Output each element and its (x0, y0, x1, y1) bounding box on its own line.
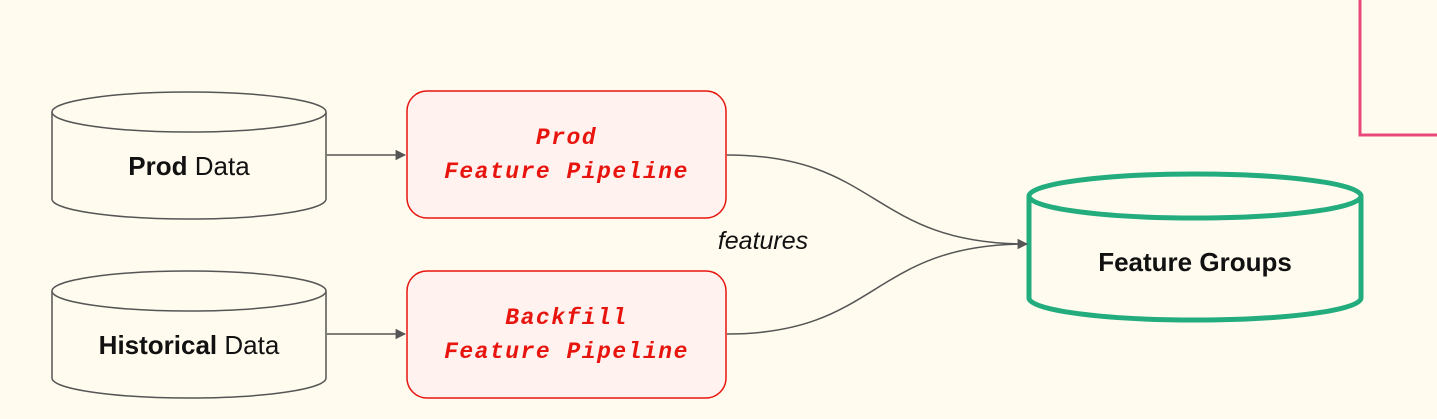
curve-backfill-pipeline-to-feature-groups (726, 243, 1028, 335)
prod-data-label-rest: Data (187, 150, 250, 181)
prod-data-label: Prod Data (52, 134, 326, 198)
historical-data-cylinder (51, 270, 327, 399)
curve-prod-pipeline-to-feature-groups (726, 154, 1029, 250)
historical-data-label-bold: Historical (98, 329, 218, 360)
prod-pipeline-box (406, 90, 727, 219)
historical-data-label: Historical Data (52, 313, 326, 377)
historical-data-label-rest: Data (217, 329, 280, 360)
feature-groups-cylinder (1026, 171, 1364, 323)
prod-pipeline-label-line2: Feature Pipeline (444, 158, 689, 185)
backfill-pipeline-label-line2: Feature Pipeline (444, 338, 689, 365)
prod-data-label-bold: Prod (128, 150, 188, 181)
prod-data-cylinder (51, 91, 327, 220)
backfill-pipeline-label: Backfill Feature Pipeline (407, 271, 726, 398)
prod-pipeline-label: Prod Feature Pipeline (407, 91, 726, 218)
backfill-pipeline-box (406, 270, 727, 399)
backfill-pipeline-label-line1: Backfill (505, 304, 628, 331)
feature-groups-label: Feature Groups (1098, 246, 1292, 277)
prod-pipeline-label-line1: Prod (535, 124, 598, 151)
pink-frame-edge (1358, 0, 1437, 137)
features-edge-label: features (717, 226, 809, 255)
